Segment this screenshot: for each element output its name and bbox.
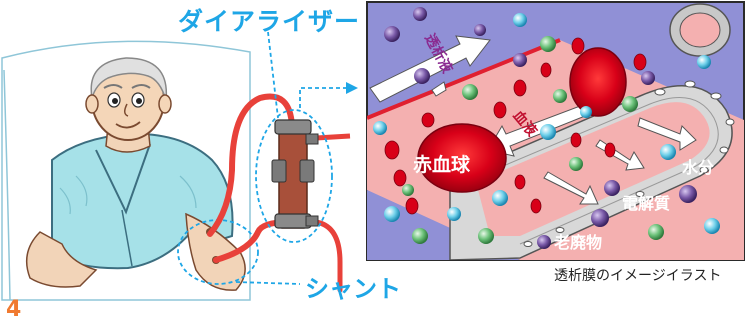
red-blood-cell-large: [417, 123, 507, 193]
shunt-label: シャント: [305, 275, 401, 303]
dialyzer-assembly: [207, 31, 358, 293]
inset-caption: 透析膜のイメージイラスト: [554, 268, 722, 284]
water-label: 水分: [682, 158, 715, 177]
patient-right-arm: [185, 212, 246, 291]
dialysate-flow-arrow: [369, 35, 491, 103]
arterial-tube: [207, 93, 295, 237]
red-blood-cell-small: [569, 47, 627, 117]
page-number: 4: [6, 297, 22, 322]
patient-hair: [90, 57, 168, 101]
patient-left-arm: [25, 231, 98, 288]
electrolyte-label: 電解質: [622, 194, 671, 213]
waste-label: 老廃物: [554, 233, 603, 252]
solute-molecules: [373, 7, 720, 249]
dialyzer-label: ダイアライザー: [178, 7, 361, 36]
dialyzer-highlight: [255, 109, 333, 243]
membrane-inset: [366, 1, 745, 261]
patient-scene: [1, 40, 301, 301]
red-blood-cell-label: 赤血球: [413, 154, 471, 176]
